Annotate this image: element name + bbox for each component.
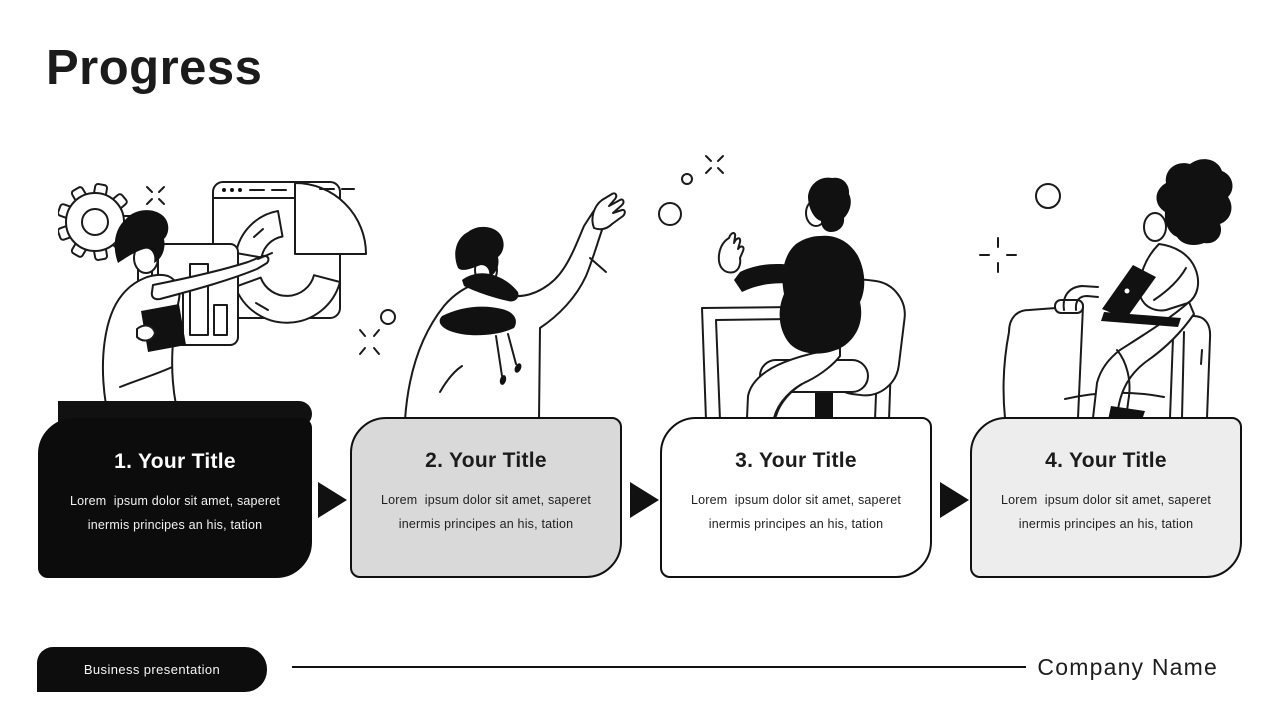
step-body: Lorem ipsum dolor sit amet, saperet iner…	[1000, 493, 1212, 531]
step-card-4: 4. Your Title Lorem ipsum dolor sit amet…	[970, 417, 1242, 578]
step-card-3: 3. Your Title Lorem ipsum dolor sit amet…	[660, 417, 932, 578]
man-raising-hand-illustration	[350, 180, 640, 420]
footer-badge-label: Business presentation	[83, 662, 221, 677]
person-on-chair-illustration	[650, 150, 965, 420]
person-presenting-charts-illustration	[58, 163, 368, 425]
woman-with-laptop-illustration	[965, 159, 1233, 420]
step-title: 3. Your Title	[735, 449, 857, 472]
company-name: Company Name	[1037, 654, 1218, 680]
page-title: Progress	[46, 41, 263, 95]
step-card-2: 2. Your Title Lorem ipsum dolor sit amet…	[350, 417, 622, 578]
step-body: Lorem ipsum dolor sit amet, saperet iner…	[380, 493, 592, 531]
step-card-1: 1. Your Title Lorem ipsum dolor sit amet…	[38, 418, 312, 578]
step-body: Lorem ipsum dolor sit amet, saperet iner…	[69, 494, 281, 532]
step-title: 2. Your Title	[425, 449, 547, 472]
footer-badge: Business presentation	[37, 647, 267, 692]
footer-divider-line	[292, 666, 1026, 668]
step-title: 4. Your Title	[1045, 449, 1167, 472]
step-body: Lorem ipsum dolor sit amet, saperet iner…	[690, 493, 902, 531]
step-title: 1. Your Title	[114, 450, 236, 473]
right-arrow-icon	[630, 482, 659, 518]
right-arrow-icon	[940, 482, 969, 518]
right-arrow-icon	[318, 482, 347, 518]
